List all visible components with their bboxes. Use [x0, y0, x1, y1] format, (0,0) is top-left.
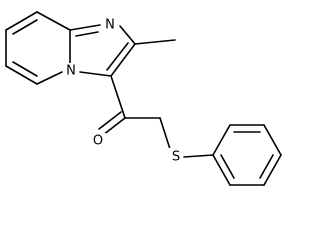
bond-c8a-n1: [69, 24, 101, 31]
atom-label-o: O: [93, 134, 103, 149]
phenyl-double-bond-c: [220, 154, 235, 179]
phenyl-bond-3: [263, 124, 282, 156]
atom-s-thioether: S: [169, 148, 183, 166]
double-bond-c6-c5: [12, 61, 38, 77]
double-bond-c2-c3: [106, 42, 129, 71]
double-bond-carbonyl-o: [98, 111, 122, 130]
bond-c6-c5: [5, 65, 38, 85]
bond-n1-c2: [119, 25, 136, 45]
atom-label-s: S: [172, 150, 180, 165]
bond-c5-n4: [36, 71, 63, 85]
atom-label-n-bridge: N: [66, 64, 76, 79]
pyridine-ring: [5, 11, 71, 85]
atom-label-n-imine: N: [105, 18, 115, 33]
double-bond-c8-c7: [12, 19, 38, 35]
bond-c3-carbonyl: [110, 75, 126, 119]
atom-o-carbonyl: O: [90, 133, 106, 149]
atom-n-bridge: N: [64, 63, 78, 79]
bond-c3-n4: [79, 71, 112, 77]
bond-c2-methyl: [134, 39, 176, 45]
molecule-svg: N N O S: [5, 11, 282, 186]
bond-c8-c7: [5, 11, 38, 31]
double-bond-c8a-n1: [75, 31, 99, 37]
imidazole-ring: [69, 24, 136, 77]
phenyl-bond-4: [263, 154, 282, 186]
phenyl-bond-1: [212, 124, 231, 156]
bond-s-phenyl: [183, 154, 214, 158]
structure-diagram: N N O S: [5, 11, 282, 186]
bond-ch2-s: [159, 117, 171, 150]
phenyl-ring: [212, 124, 282, 186]
phenyl-double-bond-b: [259, 154, 274, 179]
bond-c8a-c8: [36, 11, 71, 31]
side-chain: [98, 75, 214, 158]
bond-carbonyl-o: [102, 117, 126, 136]
phenyl-bond-6: [212, 154, 231, 186]
bond-c2-c3: [110, 43, 136, 77]
atom-n-imine: N: [103, 17, 117, 33]
